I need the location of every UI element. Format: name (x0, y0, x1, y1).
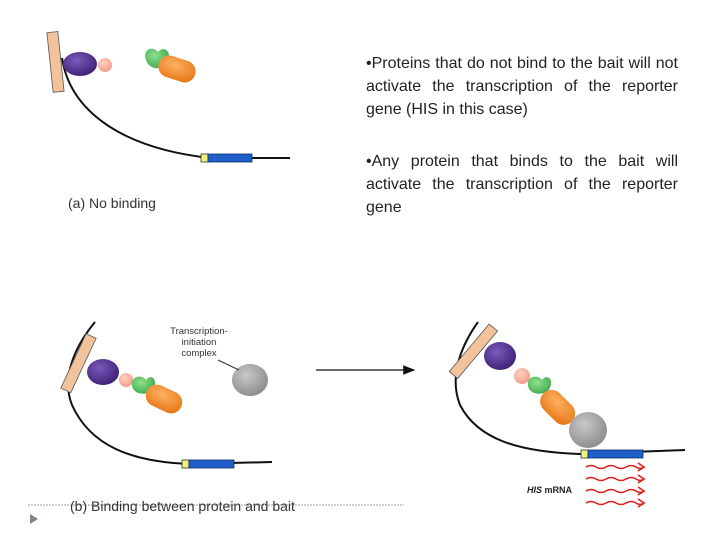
reporter-gene-b-left (188, 459, 235, 469)
bait-dna-binding-bar-b-right (448, 323, 499, 380)
mrna-wave-3 (585, 488, 645, 494)
prey-protein-b-right (540, 389, 576, 425)
mrna-arrow-1 (637, 462, 646, 472)
mrna-label-gene: HIS (527, 485, 542, 495)
bullet-binding-explanation: •Any protein that binds to the bait will… (366, 153, 678, 216)
slide-corner-marker-icon (30, 514, 38, 524)
panel-a-diagram (46, 31, 290, 163)
bait-dna-binding-bar-a (46, 31, 65, 93)
complex-label-line3: complex (181, 348, 217, 359)
bait-dna-binding-bar-b-left (60, 333, 97, 394)
prey-protein-a (158, 55, 196, 83)
bait-domain-b-left (87, 359, 119, 385)
panel-b-right-diagram: HIS mRNA (448, 321, 686, 508)
prey-protein-b-left (145, 384, 183, 414)
transcription-complex-b-left (232, 364, 268, 396)
bait-domain-a (63, 52, 97, 76)
caption-no-binding: (a) No binding (68, 195, 156, 211)
mrna-wave-2 (585, 476, 645, 482)
dna-strand-b-right (454, 321, 686, 456)
bait-connector-b-left (119, 373, 133, 387)
bait-connector-b-right (514, 368, 530, 384)
bait-domain-b-right (484, 342, 516, 370)
transcription-complex-b-right (569, 412, 607, 448)
mrna-arrow-3 (637, 486, 646, 496)
complex-label-line2: initiation (182, 337, 217, 348)
reporter-gene-b-right (587, 449, 644, 459)
mrna-arrow-4 (637, 498, 646, 508)
bullet-no-binding-explanation: •Proteins that do not bind to the bait w… (366, 55, 678, 118)
panel-b-left-diagram: Transcription- initiation complex (60, 321, 273, 469)
bait-connector-a (98, 58, 112, 72)
mrna-arrow-2 (637, 474, 646, 484)
prey-hook-b-right (527, 376, 552, 394)
promoter-b-left (181, 459, 190, 469)
mrna-label: HIS mRNA (527, 485, 573, 495)
dna-strand-b-left (67, 321, 273, 466)
mrna-label-suffix: mRNA (542, 485, 573, 495)
promoter-a (200, 153, 209, 163)
caption-binding: (b) Binding between protein and bait (70, 498, 295, 514)
promoter-b-right (580, 449, 589, 459)
complex-label-line1: Transcription- (170, 326, 228, 337)
reporter-gene-a (207, 153, 253, 163)
mrna-wave-4 (585, 500, 645, 506)
mrna-waves (585, 462, 646, 508)
dna-strand-a (61, 57, 290, 159)
mrna-wave-1 (585, 464, 645, 470)
complex-pointer-line (217, 359, 240, 371)
